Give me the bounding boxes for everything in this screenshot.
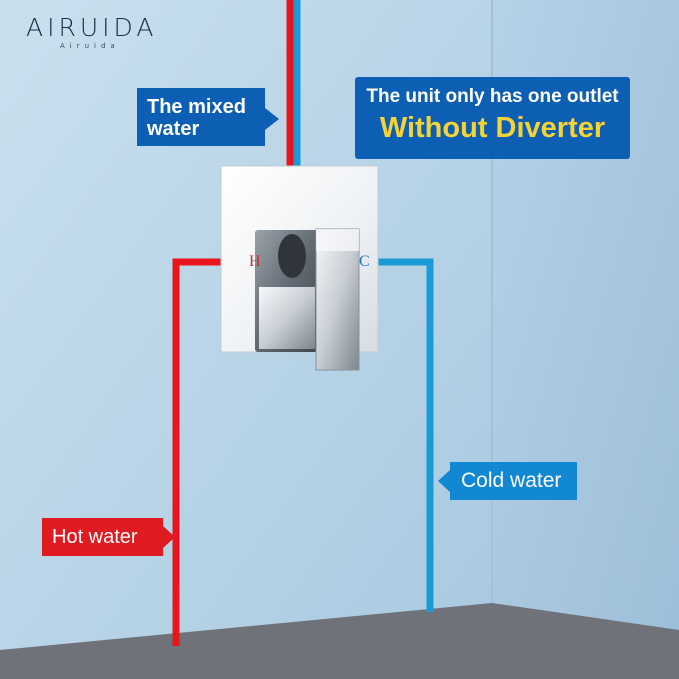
mixed-label-pointer — [265, 108, 279, 130]
mixed-water-label: The mixed water — [137, 88, 265, 146]
hot-water-pipe — [172, 258, 240, 646]
cold-marking: C — [359, 253, 370, 270]
lever-handle — [315, 228, 360, 371]
cold-label-pointer — [438, 470, 450, 492]
cold-water-pipe — [370, 258, 434, 612]
brand-subtitle: Airuida — [60, 42, 120, 50]
hot-label-pointer — [163, 526, 175, 548]
hot-marking: H — [249, 253, 261, 270]
brand-name: AIRUIDA — [26, 13, 158, 42]
mixed-water-label-line1: The mixed — [147, 96, 246, 118]
lever-handle-highlight — [316, 229, 359, 251]
cold-water-label: Cold water — [450, 462, 577, 500]
brand-logo: AIRUIDA Airuida — [26, 13, 158, 51]
valve-cartridge — [278, 234, 306, 278]
floor — [0, 603, 679, 679]
hot-water-label: Hot water — [42, 518, 163, 556]
valve-body-front — [259, 287, 315, 349]
mixed-water-label-line2: water — [147, 118, 200, 140]
outlet-info-line1: The unit only has one outlet — [366, 86, 619, 107]
outlet-info-label: The unit only has one outlet Without Div… — [355, 77, 630, 159]
outlet-info-line2: Without Diverter — [379, 112, 606, 144]
